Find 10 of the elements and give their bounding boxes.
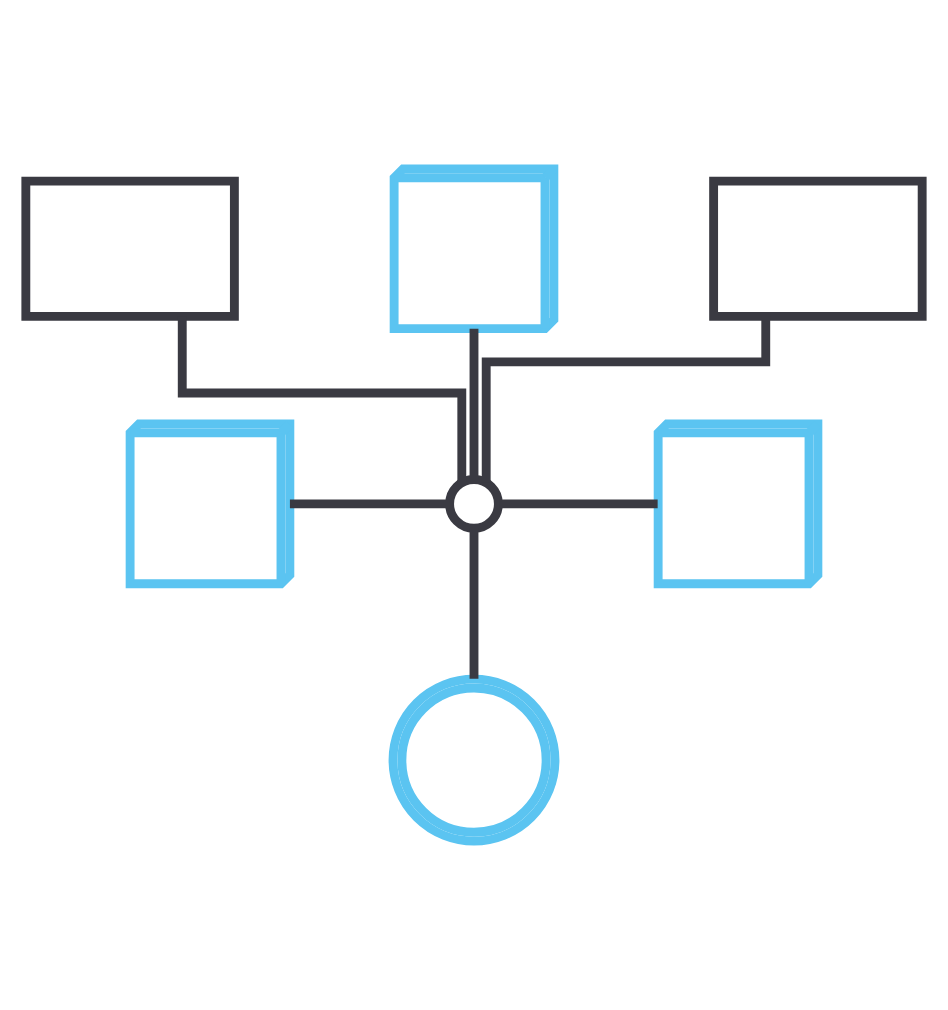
node-circle <box>445 475 503 533</box>
connector <box>289 499 450 509</box>
connector <box>469 328 479 479</box>
node-document <box>709 176 927 321</box>
connector <box>177 316 467 483</box>
connector <box>469 528 479 679</box>
node-ring <box>388 674 560 846</box>
node-document <box>21 176 239 321</box>
connector <box>481 316 771 483</box>
connector <box>499 499 658 509</box>
